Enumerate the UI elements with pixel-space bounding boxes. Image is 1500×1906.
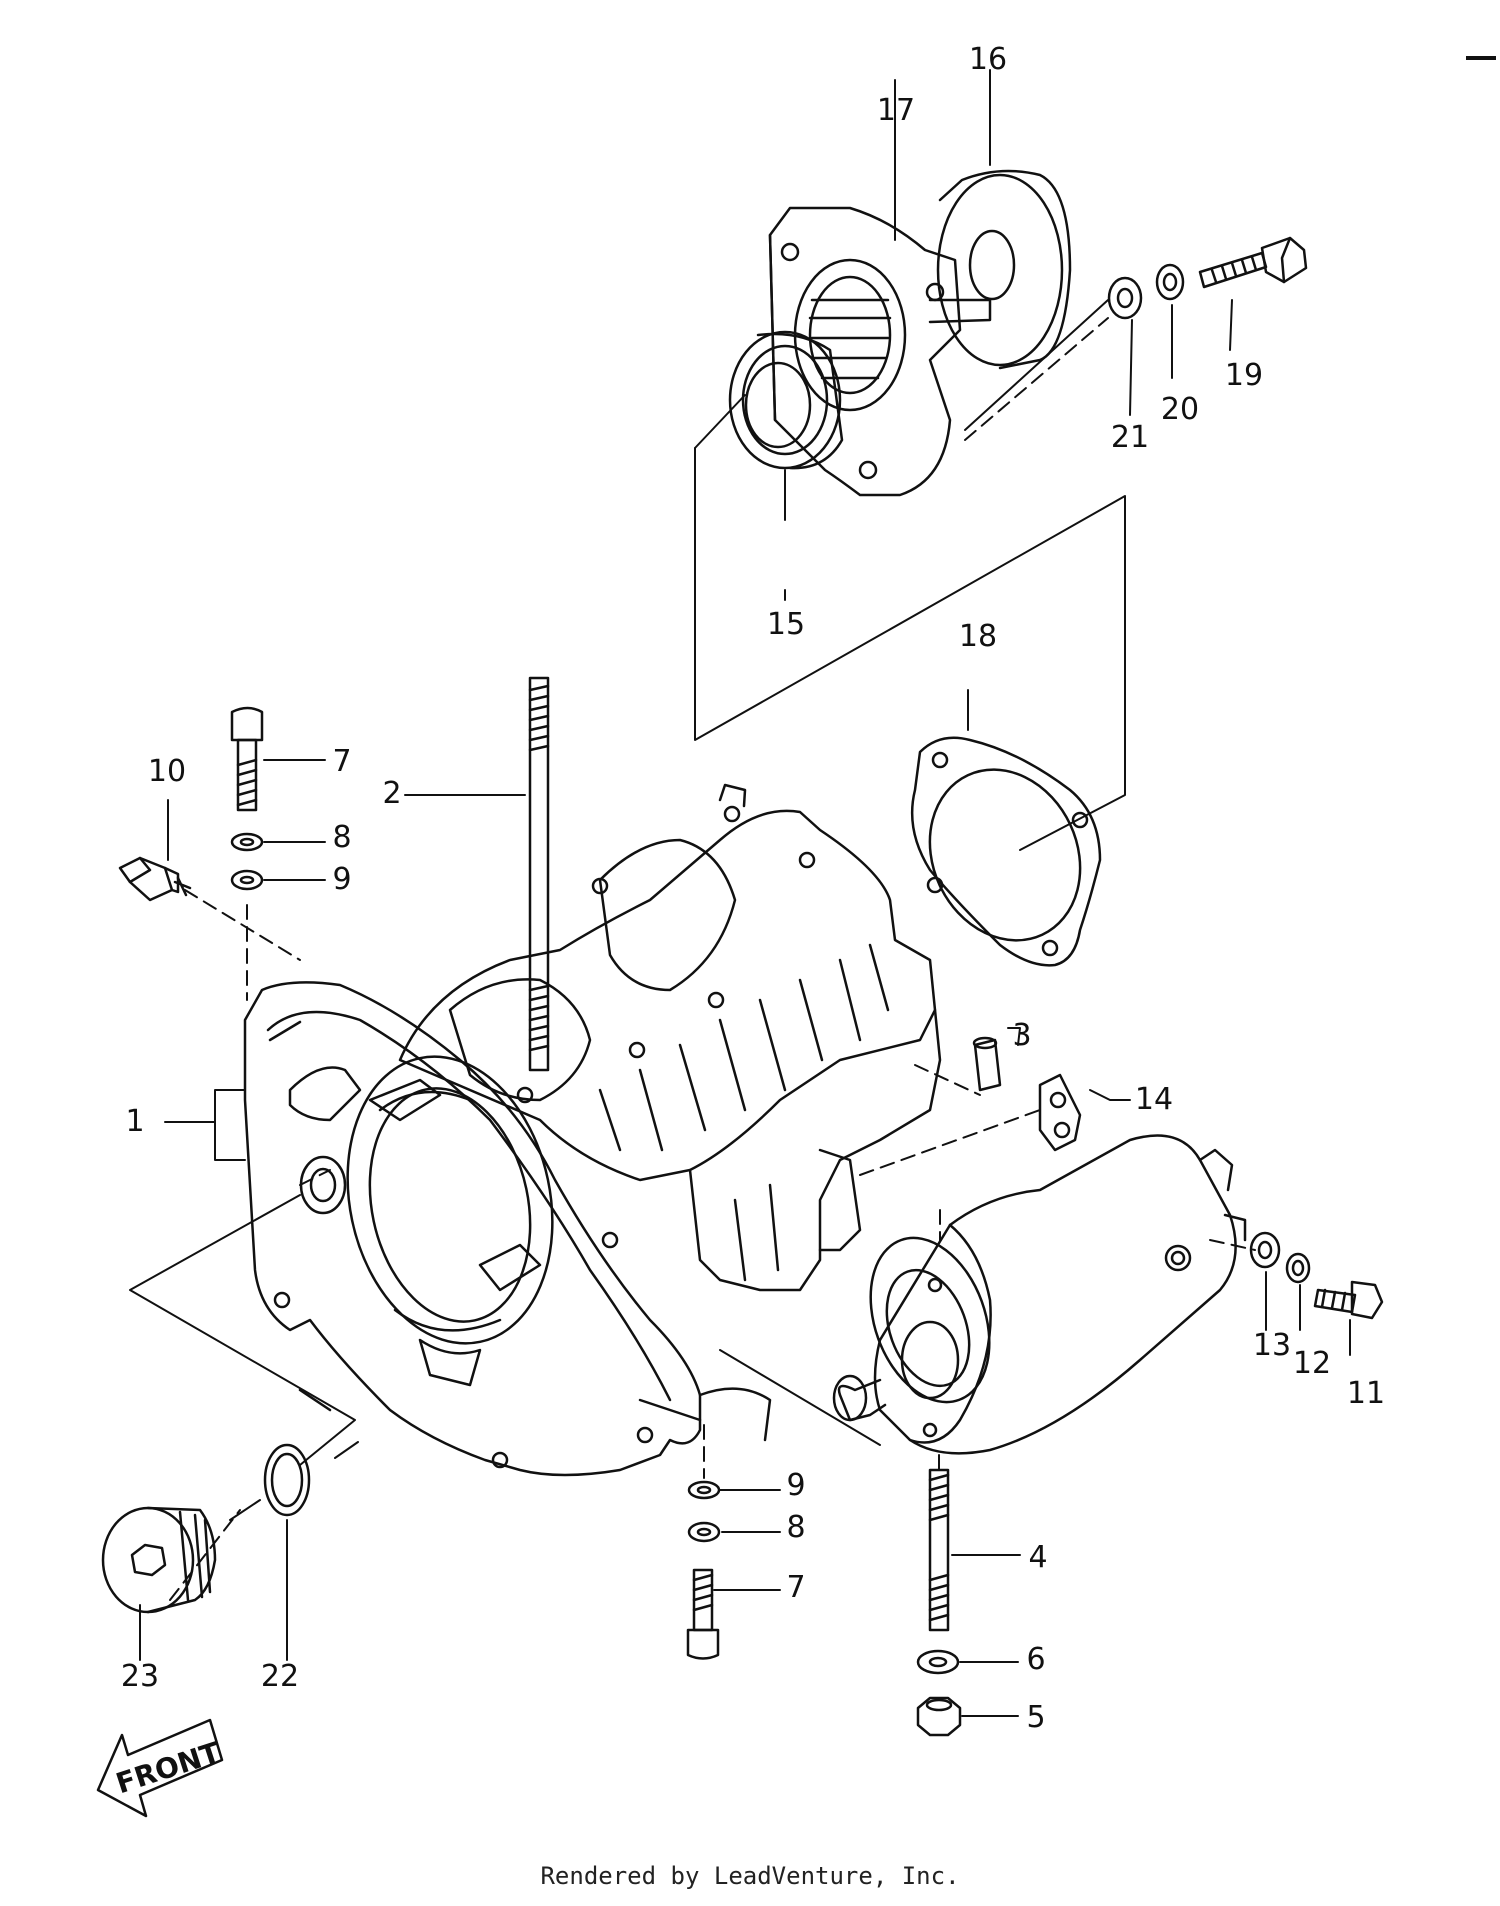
callout-8-lower: 8 — [786, 1510, 806, 1545]
callout-1: 1 — [125, 1104, 145, 1139]
dashed-assembly-lines — [169, 317, 1256, 1601]
callout-15: 15 — [766, 607, 806, 642]
callout-10: 10 — [147, 754, 187, 789]
washer-9-upper — [230, 869, 264, 891]
drain-plug-23 — [101, 1506, 217, 1614]
callout-7-lower: 7 — [786, 1570, 806, 1605]
callout-23: 23 — [120, 1659, 160, 1694]
callout-3: 3 — [1012, 1018, 1032, 1053]
lock-washer-12 — [1285, 1252, 1311, 1284]
callout-19: 19 — [1224, 358, 1264, 393]
callout-9-lower: 9 — [786, 1468, 806, 1503]
washer-9-lower — [687, 1480, 721, 1500]
callout-9-upper: 9 — [332, 862, 352, 897]
callout-12: 12 — [1292, 1346, 1332, 1381]
washer-8-lower — [687, 1521, 721, 1543]
bolt-19 — [1198, 236, 1308, 289]
washer-21 — [1107, 276, 1143, 320]
crankcase-1 — [243, 783, 942, 1477]
callout-22: 22 — [260, 1659, 300, 1694]
bearing-housing-17 — [768, 206, 992, 497]
corner-mark — [1466, 56, 1496, 60]
bearing-cap-16 — [936, 169, 1072, 370]
nut-5 — [916, 1696, 962, 1737]
oil-seal-15 — [728, 330, 844, 470]
callout-16: 16 — [968, 42, 1008, 77]
washer-6 — [916, 1649, 960, 1675]
callout-13: 13 — [1252, 1328, 1292, 1363]
leader-lines — [129, 69, 1351, 1717]
lock-washer-20 — [1155, 263, 1185, 301]
stud-2 — [528, 676, 550, 1072]
callout-5: 5 — [1026, 1700, 1046, 1735]
callout-17: 17 — [876, 93, 916, 128]
bolt-11 — [1313, 1280, 1384, 1320]
callout-6: 6 — [1026, 1642, 1046, 1677]
bolt-7-lower — [686, 1568, 720, 1660]
starter-motor — [832, 1134, 1247, 1455]
o-ring-22 — [263, 1443, 311, 1517]
breather-fitting-10 — [118, 856, 192, 902]
callout-2: 2 — [382, 776, 402, 811]
callout-14: 14 — [1134, 1082, 1174, 1117]
callout-20: 20 — [1160, 392, 1200, 427]
washer-8-upper — [230, 832, 264, 852]
dowel-pin-3 — [972, 1036, 1002, 1092]
callout-11: 11 — [1346, 1376, 1386, 1411]
callout-8-upper: 8 — [332, 820, 352, 855]
gasket-18 — [910, 736, 1102, 967]
callout-4: 4 — [1028, 1540, 1048, 1575]
front-arrow — [96, 1718, 224, 1818]
callout-21: 21 — [1110, 420, 1150, 455]
callout-18: 18 — [958, 619, 998, 654]
plate-14 — [1038, 1073, 1082, 1152]
washer-13 — [1249, 1231, 1281, 1269]
bolt-7-upper — [230, 706, 264, 812]
stud-4 — [928, 1468, 950, 1632]
callout-7-upper: 7 — [332, 744, 352, 779]
footer-credit: Rendered by LeadVenture, Inc. — [540, 1862, 960, 1890]
